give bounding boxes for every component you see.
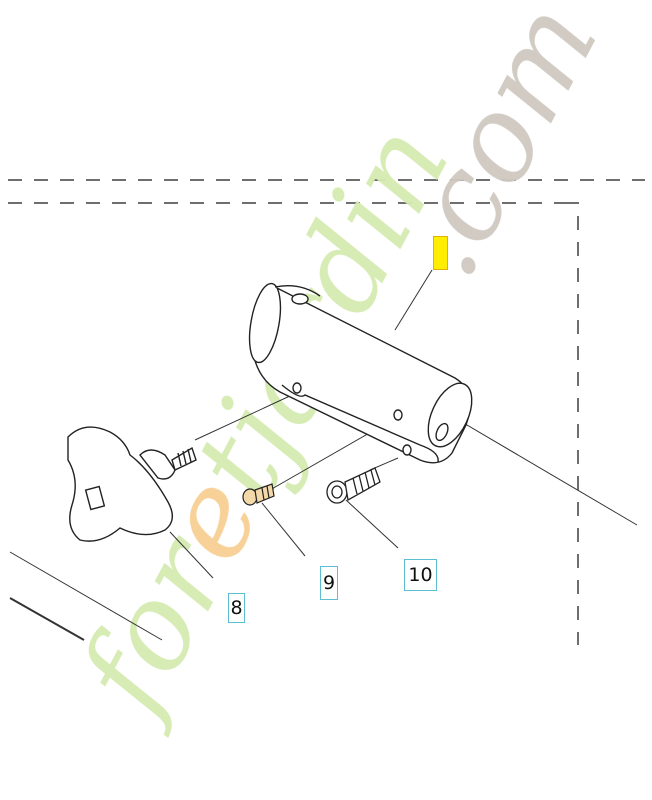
highlight-marker	[433, 236, 448, 270]
callout-9[interactable]: 9	[320, 566, 338, 600]
callout-10[interactable]: 10	[404, 559, 437, 591]
callout-8[interactable]: 8	[228, 593, 245, 623]
callout-9-label: 9	[322, 572, 336, 594]
star-knob-bolt	[67, 426, 197, 542]
dashed-frame	[8, 179, 645, 645]
tube-housing	[248, 282, 473, 464]
callout-8-label: 8	[230, 597, 243, 619]
washer-screw	[326, 467, 381, 504]
callout-10-label: 10	[408, 564, 433, 586]
small-screw	[242, 483, 275, 506]
leader-lines	[9, 269, 638, 641]
